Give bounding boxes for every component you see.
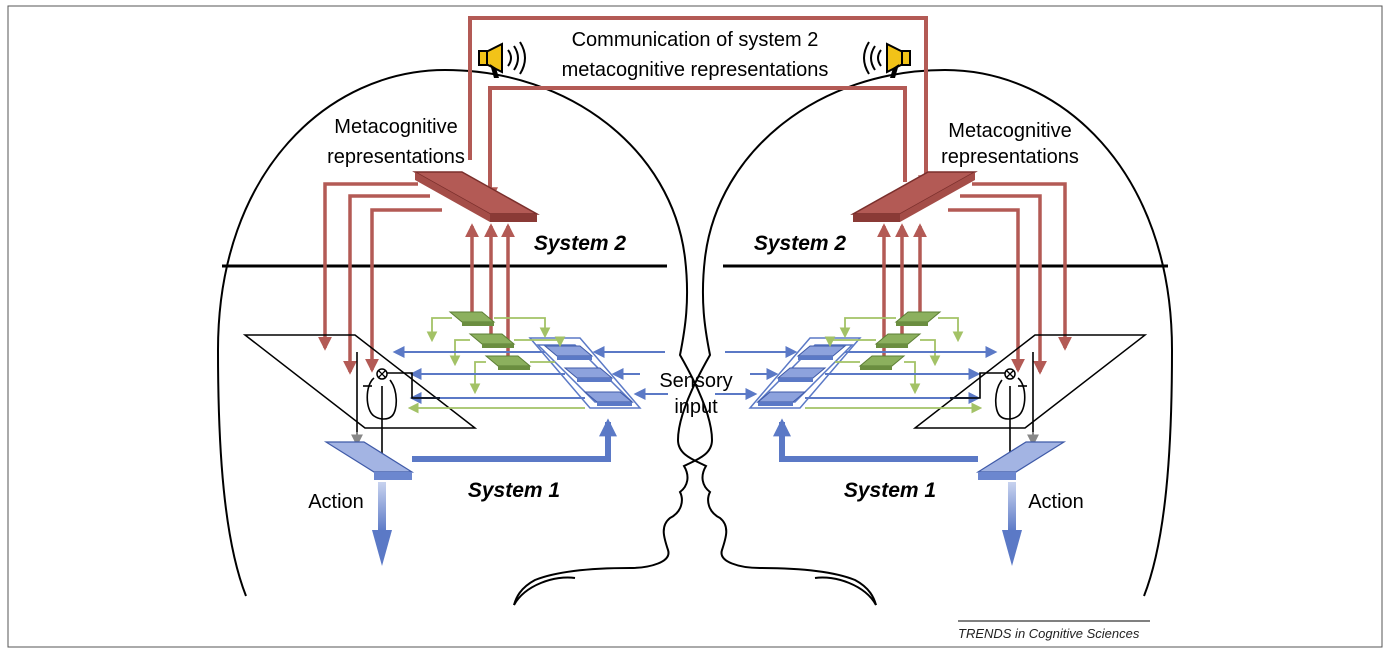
right-red-down-arrows <box>948 182 1072 375</box>
left-head-outline <box>216 68 714 606</box>
right-system2-label: System 2 <box>754 232 847 255</box>
left-red-down-arrows <box>318 182 442 375</box>
right-metacognitive-block <box>850 171 978 222</box>
right-meta-label-line2: representations <box>941 146 1079 168</box>
left-meta-label-line2: representations <box>327 146 465 168</box>
left-system1-label: System 1 <box>468 479 560 502</box>
banner-line2: metacognitive representations <box>562 59 829 81</box>
communication-loop <box>468 16 934 204</box>
sensory-label-line2: input <box>674 396 718 418</box>
megaphone-icon <box>863 41 911 78</box>
sensory-label-line1: Sensory <box>659 370 732 392</box>
megaphone-icon <box>478 41 526 78</box>
right-action-label: Action <box>1028 491 1084 513</box>
right-meta-label-line1: Metacognitive <box>948 120 1071 142</box>
left-head <box>216 68 714 606</box>
banner-line1: Communication of system 2 <box>572 29 819 51</box>
left-meta-label-line1: Metacognitive <box>334 116 457 138</box>
figure-border <box>7 5 1383 648</box>
credit-text: TRENDS in Cognitive Sciences <box>958 626 1140 641</box>
left-system2-label: System 2 <box>534 232 627 255</box>
right-head-outline <box>676 68 1174 606</box>
right-system1-network <box>715 311 1148 566</box>
left-system1-network <box>242 311 665 566</box>
left-metacognitive-block <box>412 171 540 222</box>
left-action-label: Action <box>308 491 364 513</box>
right-head <box>676 68 1174 606</box>
right-system1-label: System 1 <box>844 479 936 502</box>
